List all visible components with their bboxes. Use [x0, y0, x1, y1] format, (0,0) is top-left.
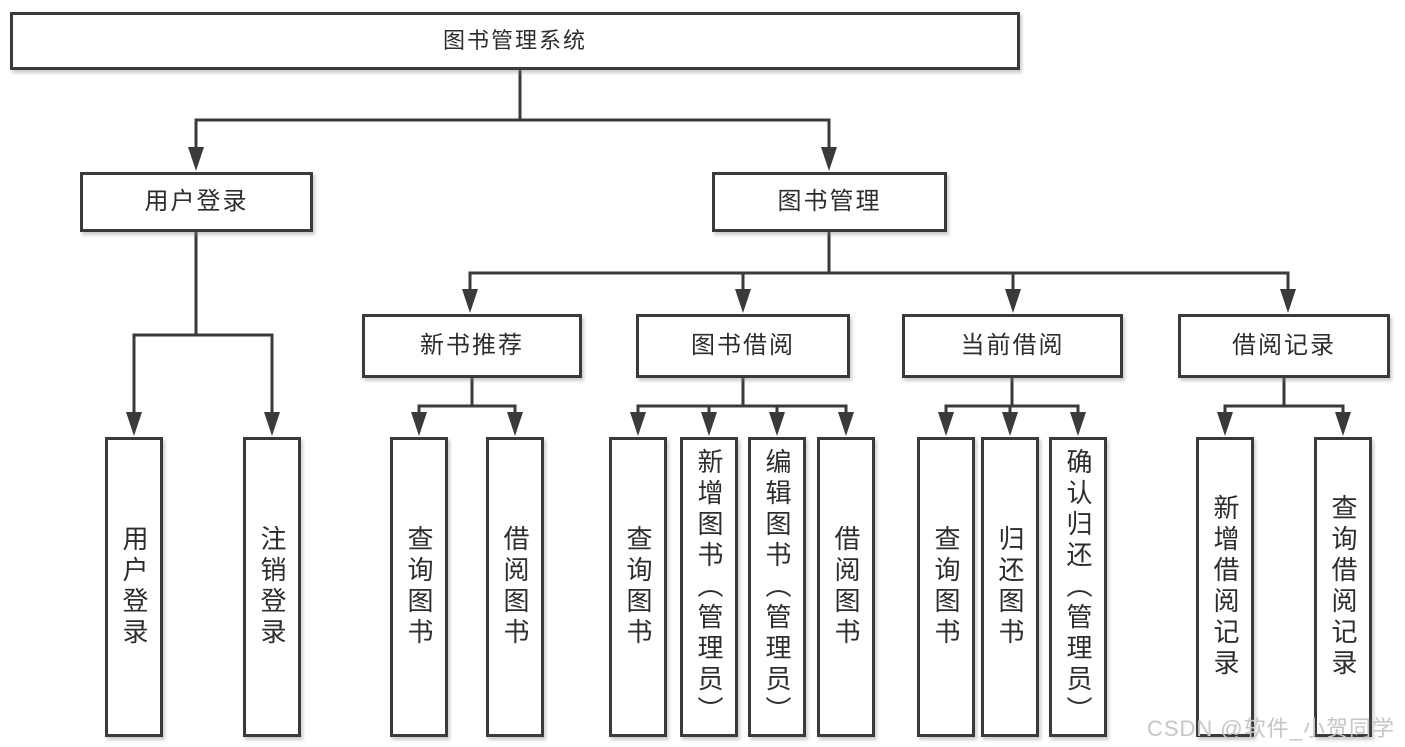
arrow-down-icon	[1217, 412, 1233, 436]
node-label: 图书借阅	[691, 332, 795, 359]
arrow-down-icon	[507, 412, 523, 436]
node-label: 借阅图书	[831, 525, 861, 649]
arrowhead-icons	[126, 147, 1351, 436]
arrow-down-icon	[769, 412, 785, 436]
arrow-down-icon	[264, 412, 280, 436]
node-borrow-records: 借阅记录	[1178, 314, 1390, 378]
leaf-add-book-admin: 新增图书（管理员）	[680, 437, 738, 737]
node-label: 归还图书	[995, 525, 1025, 649]
arrow-down-icon	[838, 412, 854, 436]
node-label: 图书管理	[777, 188, 882, 215]
connector-lines	[132, 68, 1345, 416]
leaf-add-borrow-record: 新增借阅记录	[1196, 437, 1254, 737]
node-label: 编辑图书（管理员）	[762, 447, 792, 727]
node-label: 查询图书	[931, 525, 961, 649]
arrow-down-icon	[1280, 289, 1296, 313]
arrow-down-icon	[821, 147, 837, 171]
arrow-down-icon	[735, 289, 751, 313]
node-label: 借阅图书	[500, 525, 530, 649]
node-library-management-system: 图书管理系统	[10, 12, 1020, 70]
node-label: 用户登录	[119, 525, 149, 649]
leaf-query-books-recommend: 查询图书	[390, 437, 448, 737]
arrow-down-icon	[938, 412, 954, 436]
node-label: 当前借阅	[960, 332, 1065, 359]
leaf-borrow-books-borrow: 借阅图书	[817, 437, 875, 737]
arrow-down-icon	[188, 147, 204, 171]
node-book-management: 图书管理	[712, 172, 947, 232]
node-label: 查询借阅记录	[1328, 494, 1358, 680]
arrow-down-icon	[1005, 289, 1021, 313]
node-label: 查询图书	[404, 525, 434, 649]
leaf-return-book: 归还图书	[981, 437, 1039, 737]
leaf-query-borrow-record: 查询借阅记录	[1314, 437, 1372, 737]
arrow-down-icon	[1002, 412, 1018, 436]
arrow-down-icon	[630, 412, 646, 436]
arrow-down-icon	[701, 412, 717, 436]
leaf-query-books-current: 查询图书	[917, 437, 975, 737]
node-label: 注销登录	[257, 525, 287, 649]
node-label: 新增借阅记录	[1210, 494, 1240, 680]
node-label: 图书管理系统	[442, 28, 587, 53]
leaf-logout: 注销登录	[243, 437, 301, 737]
node-label: 用户登录	[144, 188, 249, 215]
arrow-down-icon	[462, 289, 478, 313]
leaf-edit-book-admin: 编辑图书（管理员）	[748, 437, 806, 737]
node-label: 新书推荐	[420, 332, 524, 359]
node-new-book-recommend: 新书推荐	[362, 314, 582, 378]
arrow-down-icon	[1070, 412, 1086, 436]
node-label: 确认归还（管理员）	[1063, 447, 1093, 727]
leaf-confirm-return-admin: 确认归还（管理员）	[1049, 437, 1107, 737]
node-book-borrow: 图书借阅	[636, 314, 850, 378]
arrow-down-icon	[1335, 412, 1351, 436]
leaf-user-login: 用户登录	[105, 437, 163, 737]
node-label: 新增图书（管理员）	[694, 447, 724, 727]
node-label: 借阅记录	[1232, 332, 1336, 359]
node-label: 查询图书	[623, 525, 653, 649]
arrow-down-icon	[126, 412, 142, 436]
leaf-borrow-books-recommend: 借阅图书	[486, 437, 544, 737]
leaf-query-books-borrow: 查询图书	[609, 437, 667, 737]
csdn-watermark: CSDN @软件_小贺同学	[1146, 716, 1395, 741]
node-current-borrow: 当前借阅	[902, 314, 1123, 378]
arrow-down-icon	[411, 412, 427, 436]
node-user-login: 用户登录	[80, 172, 313, 232]
